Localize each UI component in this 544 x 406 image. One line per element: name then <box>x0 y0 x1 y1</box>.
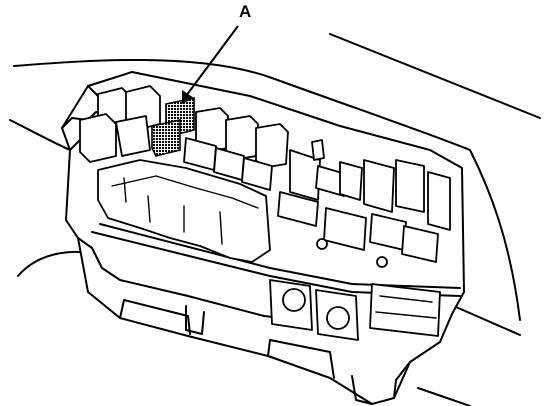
large-cover-block <box>97 159 271 263</box>
right-components <box>277 139 451 268</box>
callout-label-a: A <box>239 2 252 21</box>
callout-arrow-icon <box>182 25 239 104</box>
relay-row <box>79 85 289 191</box>
terminal-section <box>269 279 441 341</box>
relay-highlighted-icon <box>151 97 195 157</box>
